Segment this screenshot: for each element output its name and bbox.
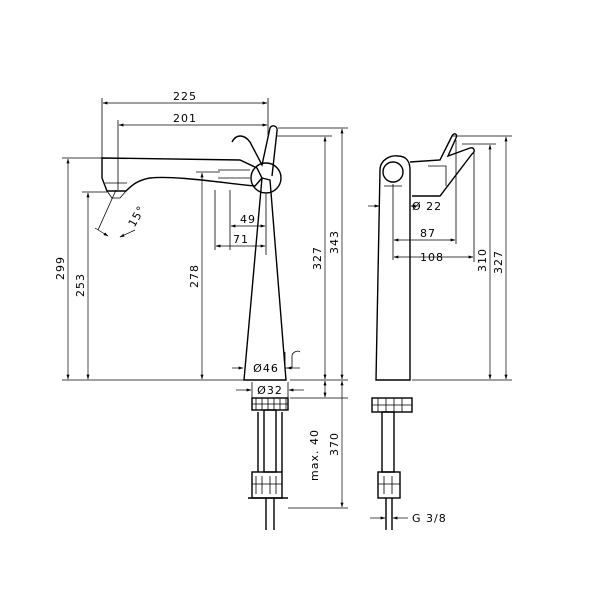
label-327: 327	[311, 246, 324, 270]
label-343: 343	[328, 230, 341, 254]
side-view	[368, 133, 512, 530]
front-body	[243, 177, 287, 381]
label-225: 225	[173, 90, 197, 103]
label-370: 370	[328, 432, 341, 456]
threaded-rod	[263, 409, 277, 473]
label-71: 71	[233, 233, 249, 246]
fitting-detail	[252, 476, 282, 494]
label-299: 299	[54, 256, 67, 280]
lower-pipe	[265, 498, 275, 530]
label-max40: max. 40	[308, 429, 321, 481]
label-dia46: Ø46	[253, 362, 279, 375]
cartridge-circle	[250, 162, 282, 194]
label-87: 87	[420, 227, 436, 240]
side-lever	[409, 133, 475, 197]
label-108: 108	[420, 251, 444, 264]
front-view	[62, 98, 348, 530]
side-mount-threads	[372, 398, 412, 412]
label-g38: G 3/8	[412, 512, 447, 525]
label-15deg: 15°	[126, 203, 149, 229]
spout-outline	[101, 157, 263, 192]
lever-handle	[231, 125, 278, 177]
side-lever-detail	[428, 165, 447, 186]
label-dia22: Ø 22	[412, 200, 442, 213]
spout-detail	[218, 169, 250, 179]
dimension-labels: 225 201 49 71 299 253 278 327 343 15° Ø4…	[54, 90, 505, 525]
label-201: 201	[173, 112, 197, 125]
hose-fittings	[251, 471, 283, 499]
aerator	[106, 190, 127, 199]
angle-line-a	[97, 189, 117, 231]
label-dia32: Ø32	[257, 384, 283, 397]
side-rod	[381, 411, 395, 473]
mount-threads	[252, 398, 288, 410]
label-310: 310	[476, 248, 489, 272]
side-fitting-detail	[378, 476, 400, 494]
label-278: 278	[188, 264, 201, 288]
label-49: 49	[240, 213, 256, 226]
side-fitting	[377, 471, 401, 499]
label-327b: 327	[492, 250, 505, 274]
side-pipe	[385, 498, 393, 530]
angle-arrow-a	[94, 227, 109, 237]
angle-arrow-b	[119, 229, 136, 238]
side-body	[375, 155, 411, 381]
side-cartridge	[382, 161, 404, 183]
popup-rod	[284, 350, 301, 369]
label-253: 253	[74, 273, 87, 297]
